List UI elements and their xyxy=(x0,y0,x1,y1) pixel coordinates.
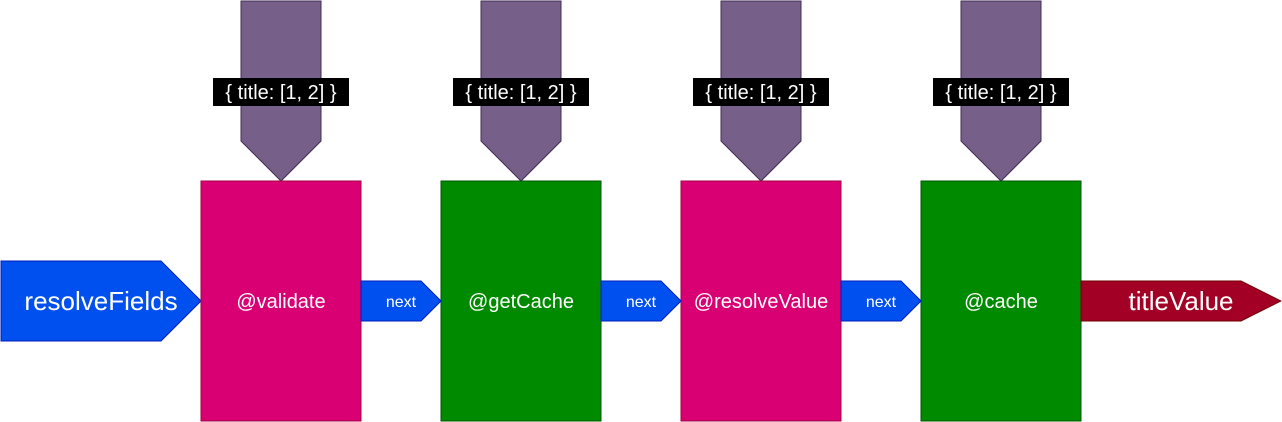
connector-label-2: next xyxy=(626,294,657,311)
connector-arrow-1: next xyxy=(360,280,442,322)
directive-box-4: @cache xyxy=(920,180,1082,422)
directive-label-1: @validate xyxy=(236,291,325,313)
directive-label-3: @resolveValue xyxy=(694,291,828,313)
connector-label-3: next xyxy=(866,294,897,311)
input-arrow-label-4: { title: [1, 2] } xyxy=(945,82,1057,104)
directive-label-2: @getCache xyxy=(468,291,574,313)
directive-box-2: @getCache xyxy=(440,180,602,422)
input-arrow-label-2: { title: [1, 2] } xyxy=(465,82,577,104)
directive-box-3: @resolveValue xyxy=(680,180,842,422)
output-arrow-label: titleValue xyxy=(1128,286,1233,316)
connector-label-1: next xyxy=(386,294,417,311)
directive-label-4: @cache xyxy=(964,291,1038,313)
input-arrow-4: { title: [1, 2] } xyxy=(933,0,1069,182)
input-arrow-label-1: { title: [1, 2] } xyxy=(225,82,337,104)
connector-arrow-3: next xyxy=(840,280,922,322)
connector-arrow-2: next xyxy=(600,280,682,322)
entry-arrow-label: resolveFields xyxy=(24,286,177,316)
input-arrow-label-3: { title: [1, 2] } xyxy=(705,82,817,104)
input-arrow-3: { title: [1, 2] } xyxy=(693,0,829,182)
entry-arrow: resolveFields xyxy=(0,260,202,342)
input-arrow-1: { title: [1, 2] } xyxy=(213,0,349,182)
directive-box-1: @validate xyxy=(200,180,362,422)
output-arrow: titleValue xyxy=(1080,280,1282,322)
input-arrow-2: { title: [1, 2] } xyxy=(453,0,589,182)
